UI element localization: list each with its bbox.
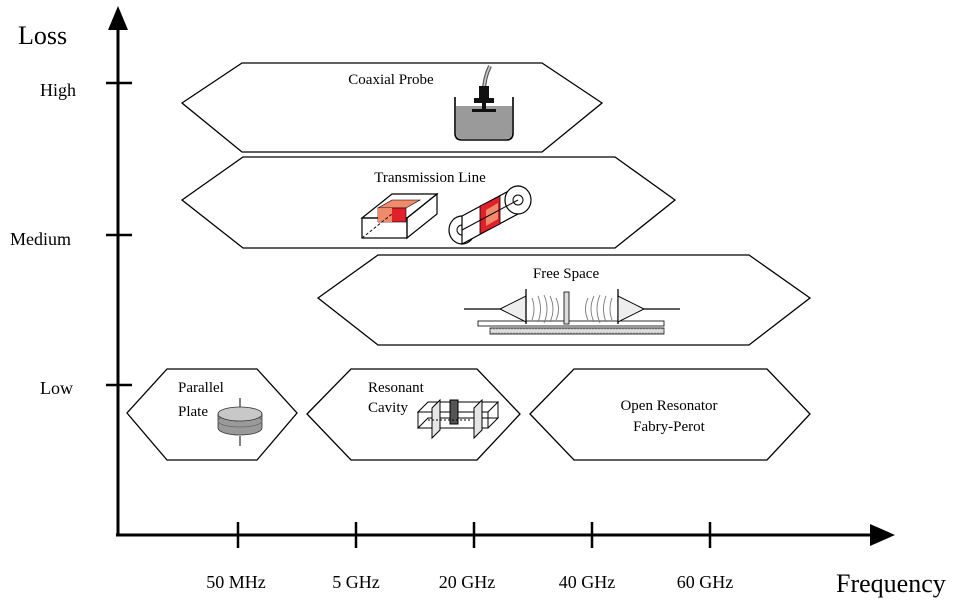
coaxial-airline-icon [448, 184, 532, 246]
parallel-plate-hexagon [126, 368, 298, 461]
open-resonator-method: Open Resonator Fabry-Perot [529, 368, 811, 461]
x-ticks [236, 522, 712, 548]
transmission-line-method: Transmission Line [180, 156, 677, 249]
parallel-plate-method: Parallel Plate [126, 368, 298, 461]
x-tick-label-5ghz: 5 GHz [332, 572, 380, 592]
open-resonator-label-line1: Open Resonator [620, 398, 717, 414]
y-axis-arrowhead [108, 6, 128, 30]
coaxial-probe-method: Coaxial Probe [180, 62, 604, 153]
free-space-label: Free Space [533, 266, 600, 282]
x-axis [116, 524, 895, 546]
free-space-method: Free Space [316, 254, 812, 346]
x-axis-title: Frequency [836, 569, 946, 598]
x-tick-label-50mhz: 50 MHz [206, 572, 266, 592]
open-resonator-label-line2: Fabry-Perot [633, 419, 705, 435]
y-tick-label-high: High [40, 80, 76, 100]
y-tick-label-medium: Medium [10, 229, 71, 249]
parallel-plate-label-line1: Parallel [178, 380, 224, 396]
x-tick-label-20ghz: 20 GHz [439, 572, 496, 592]
open-resonator-hexagon [529, 368, 811, 461]
y-axis [108, 6, 128, 535]
free-space-setup-icon [464, 289, 680, 335]
y-tick-label-low: Low [40, 378, 73, 398]
parallel-plate-label-line2: Plate [178, 404, 208, 420]
x-tick-label-40ghz: 40 GHz [559, 572, 616, 592]
resonant-cavity-icon [416, 398, 500, 440]
resonant-cavity-label-line2: Cavity [368, 400, 408, 416]
x-axis-arrowhead [870, 524, 895, 546]
transmission-line-label: Transmission Line [374, 170, 486, 186]
resonant-cavity-label-line1: Resonant [368, 380, 425, 396]
resonant-cavity-method: Resonant Cavity [306, 368, 521, 461]
waveguide-icon [360, 192, 439, 240]
y-axis-title: Loss [18, 21, 67, 50]
coaxial-probe-icon [454, 65, 514, 141]
x-tick-label-60ghz: 60 GHz [677, 572, 734, 592]
y-ticks [106, 81, 132, 387]
resonant-cavity-hexagon [306, 368, 521, 461]
parallel-plate-capacitor-icon [217, 398, 263, 446]
transmission-line-hexagon [180, 156, 677, 249]
coaxial-probe-label: Coaxial Probe [348, 72, 434, 88]
